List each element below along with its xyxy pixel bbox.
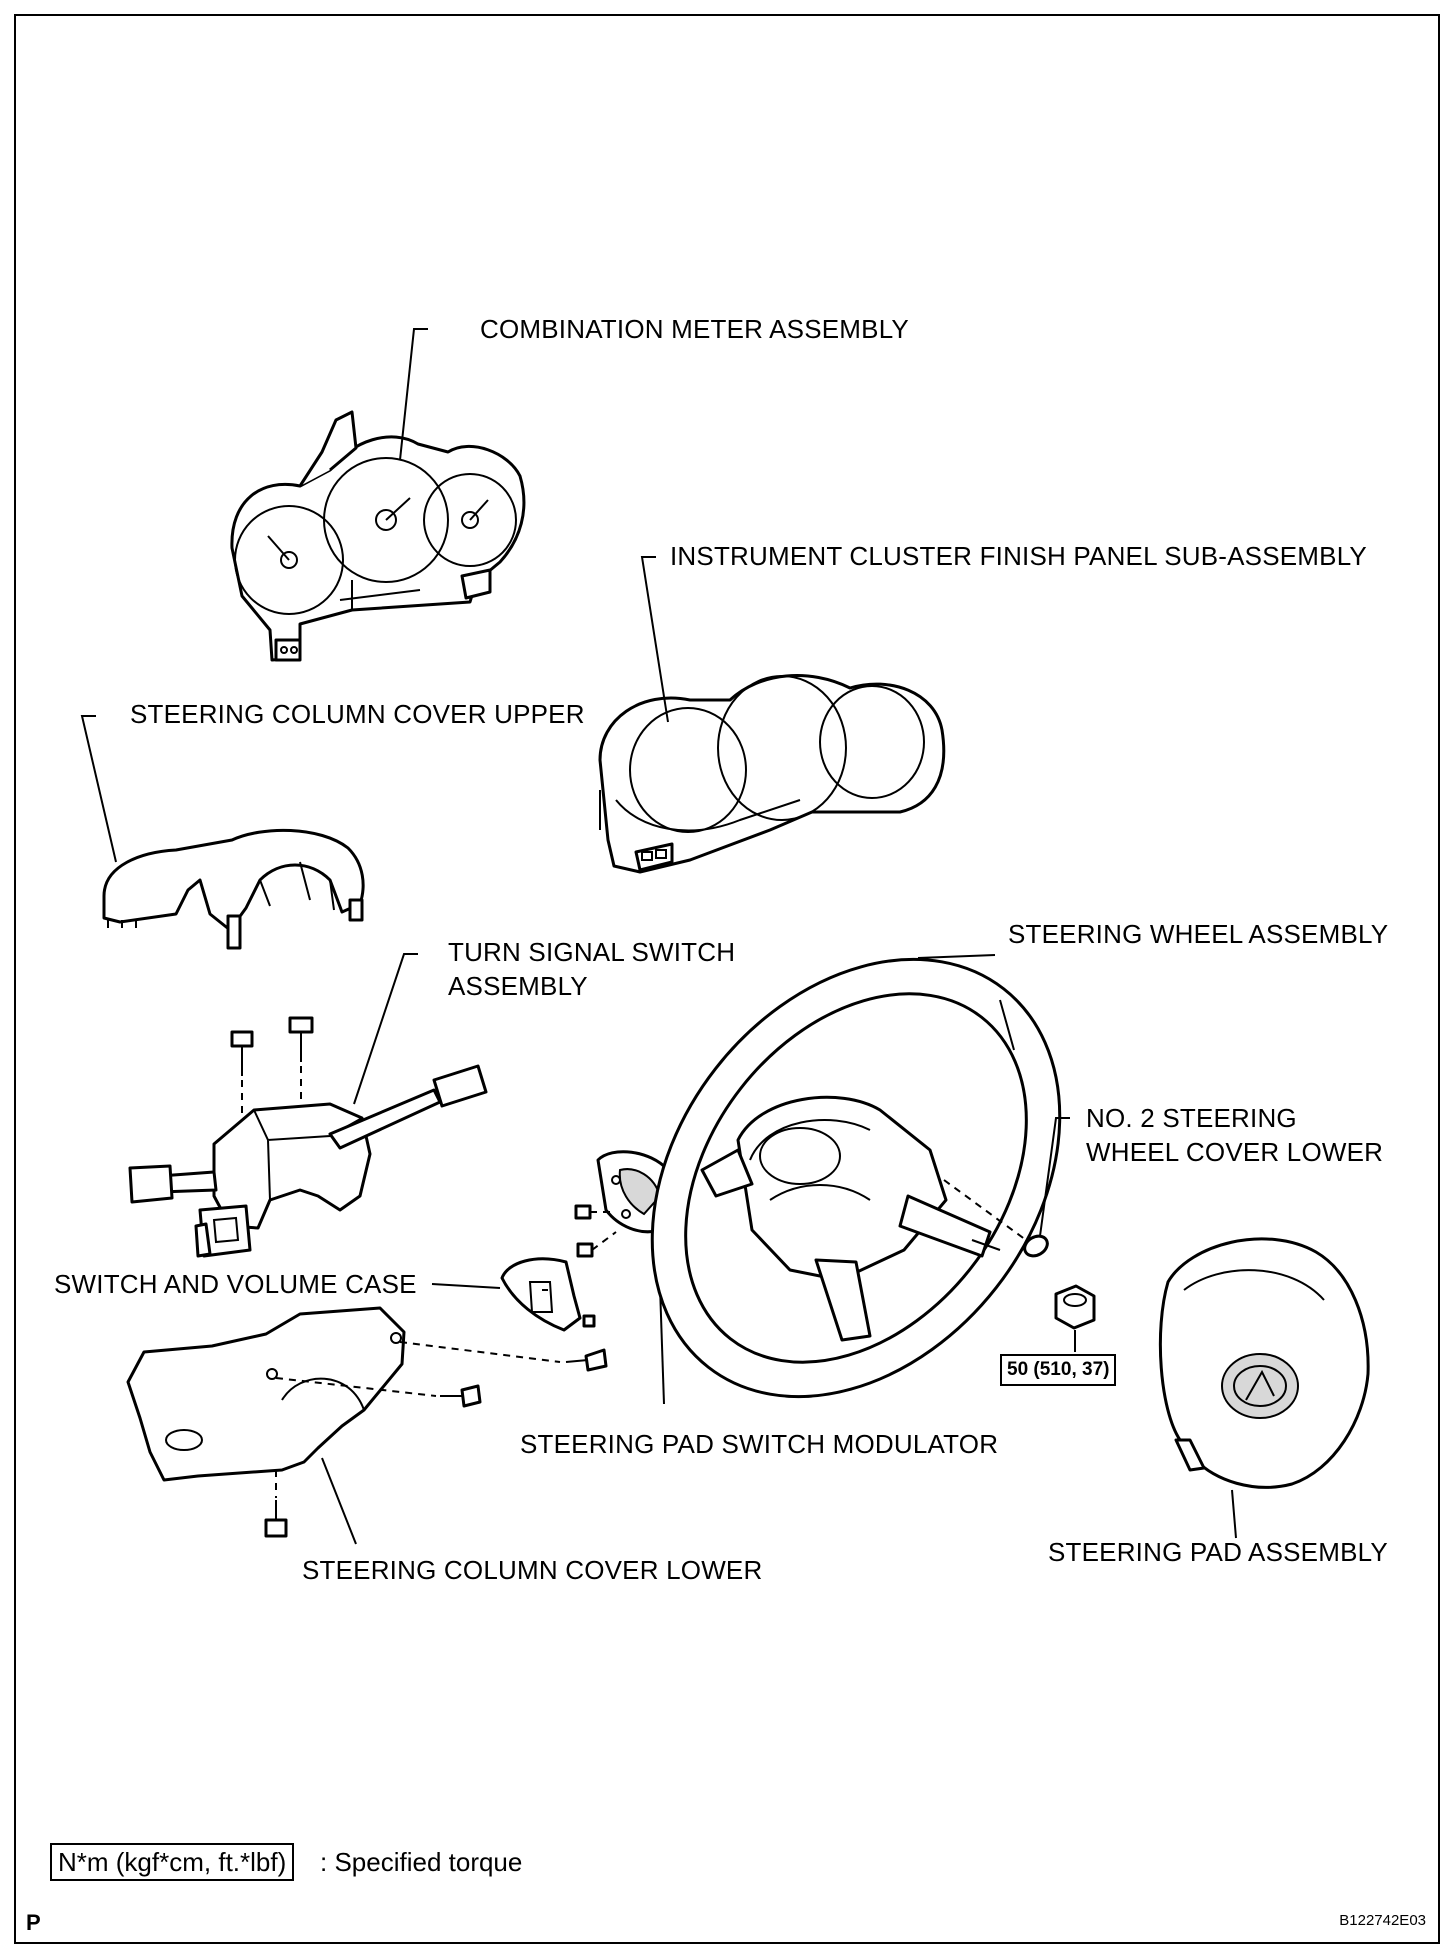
leader-combination-meter bbox=[399, 328, 428, 461]
steering-pad-drawing bbox=[1158, 1237, 1370, 1489]
label-pad-switch-modulator: STEERING PAD SWITCH MODULATOR bbox=[520, 1429, 999, 1459]
legend-torque-unit-box: N*m (kgf*cm, ft.*lbf) bbox=[50, 1843, 295, 1881]
label-turn-signal-line2: ASSEMBLY bbox=[448, 971, 588, 1001]
steering-nut-drawing bbox=[1054, 1284, 1096, 1352]
leader-cluster-finish-panel bbox=[640, 556, 669, 723]
diagram-border bbox=[14, 14, 1440, 1944]
turn-signal-switch-drawing bbox=[128, 1016, 488, 1258]
leader-column-cover-upper bbox=[80, 715, 117, 863]
leader-steering-wheel bbox=[917, 954, 996, 959]
leader-turn-signal-switch bbox=[353, 953, 418, 1105]
label-combination-meter: COMBINATION METER ASSEMBLY bbox=[480, 314, 909, 344]
leader-switch-volume-case bbox=[431, 1283, 501, 1289]
label-switch-volume-case: SWITCH AND VOLUME CASE bbox=[54, 1269, 417, 1299]
steering-wheel-drawing bbox=[650, 957, 1062, 1399]
leader-no2-wheel-cover bbox=[1039, 1117, 1070, 1237]
column-cover-upper-drawing bbox=[102, 828, 365, 950]
figure-code: B122742E03 bbox=[1339, 1912, 1426, 1929]
leader-steering-pad bbox=[1231, 1489, 1237, 1539]
corner-mark: P bbox=[26, 1910, 41, 1935]
label-column-cover-lower: STEERING COLUMN COVER LOWER bbox=[302, 1555, 763, 1585]
label-cluster-finish-panel: INSTRUMENT CLUSTER FINISH PANEL SUB-ASSE… bbox=[670, 541, 1367, 571]
label-steering-pad: STEERING PAD ASSEMBLY bbox=[1048, 1537, 1388, 1567]
switch-volume-case-drawing bbox=[500, 1257, 596, 1332]
label-no2-cover-line1: NO. 2 STEERING bbox=[1086, 1103, 1297, 1133]
torque-spec-box: 50 (510, 37) bbox=[1000, 1354, 1117, 1386]
label-no2-cover-line2: WHEEL COVER LOWER bbox=[1086, 1137, 1384, 1167]
label-turn-signal-line1: TURN SIGNAL SWITCH bbox=[448, 937, 736, 967]
legend-description: : Specified torque bbox=[320, 1847, 523, 1877]
leader-column-cover-lower bbox=[321, 1457, 357, 1545]
no2-wheel-cover-drawing bbox=[943, 1179, 1049, 1258]
label-steering-wheel: STEERING WHEEL ASSEMBLY bbox=[1008, 919, 1389, 949]
cluster-finish-panel-drawing bbox=[598, 674, 946, 874]
combination-meter-drawing bbox=[230, 410, 526, 662]
column-cover-lower-drawing bbox=[126, 1306, 608, 1538]
label-column-cover-upper: STEERING COLUMN COVER UPPER bbox=[130, 699, 585, 729]
